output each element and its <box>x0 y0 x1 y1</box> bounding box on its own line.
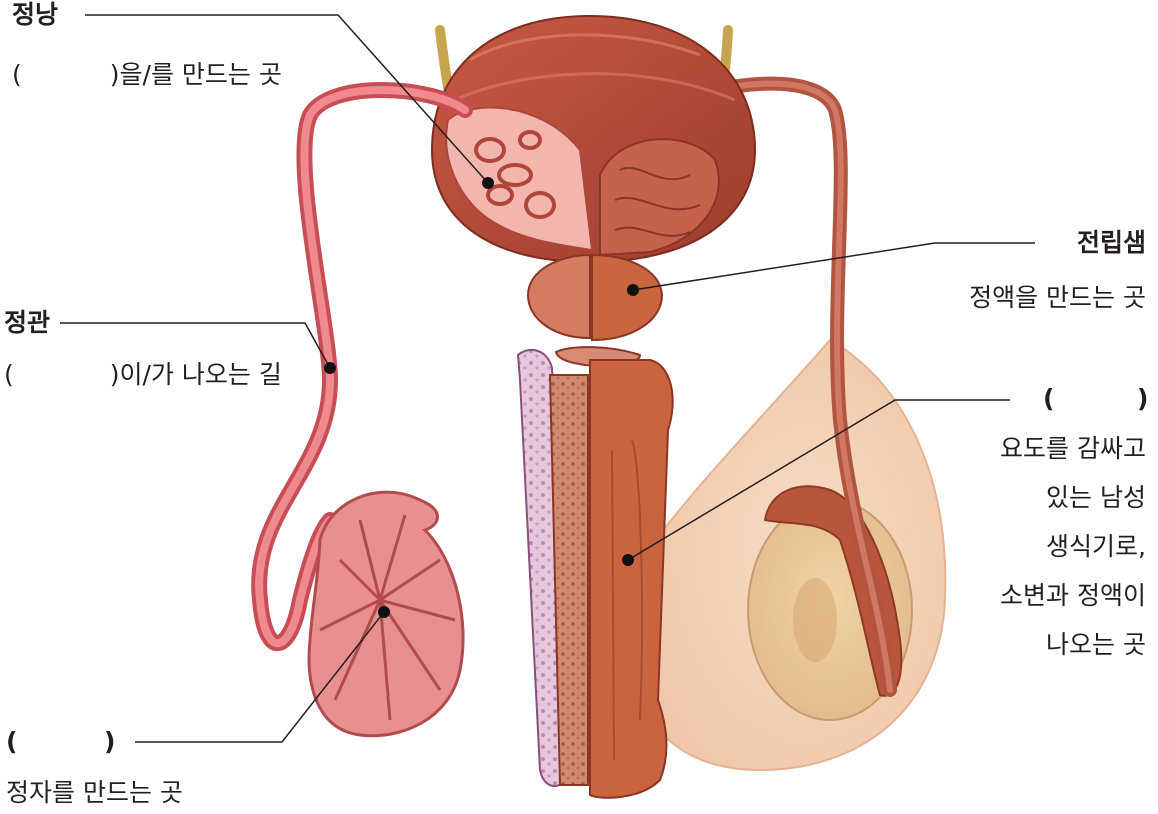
penis-title-open: ( <box>1043 384 1054 414</box>
penis-desc-line-4: 소변과 정액이 <box>1000 581 1146 611</box>
penis-desc-line-1: 요도를 감싸고 <box>1000 434 1146 464</box>
penis-shaft <box>590 360 673 798</box>
prostate-right <box>592 255 662 340</box>
seminal-vesicle-desc: ()을/를 만드는 곳 <box>12 60 282 90</box>
testis-title-close: ) <box>104 727 115 757</box>
penis-title-close: ) <box>1137 384 1148 414</box>
marker-seminal-vesicle <box>482 177 494 189</box>
vas-deferens-desc: ()이/가 나오는 길 <box>4 360 282 390</box>
penis-desc-line-2: 있는 남성 <box>1046 483 1146 513</box>
penis-desc-line-5: 나오는 곳 <box>1046 630 1146 660</box>
prostate-desc: 정액을 만드는 곳 <box>969 283 1146 313</box>
marker-penis <box>622 554 634 566</box>
marker-testis <box>378 606 390 618</box>
vas-deferens-title: 정관 <box>4 308 50 338</box>
prostate-title: 전립샘 <box>1077 228 1146 258</box>
penis-desc-line-3: 생식기로, <box>1046 532 1146 562</box>
marker-prostate <box>627 284 639 296</box>
testis-desc: 정자를 만드는 곳 <box>6 778 183 808</box>
testis-title-open: ( <box>6 727 17 757</box>
marker-vas-deferens <box>324 362 336 374</box>
prostate-left <box>528 255 590 338</box>
seminal-vesicle-title: 정낭 <box>12 0 58 30</box>
